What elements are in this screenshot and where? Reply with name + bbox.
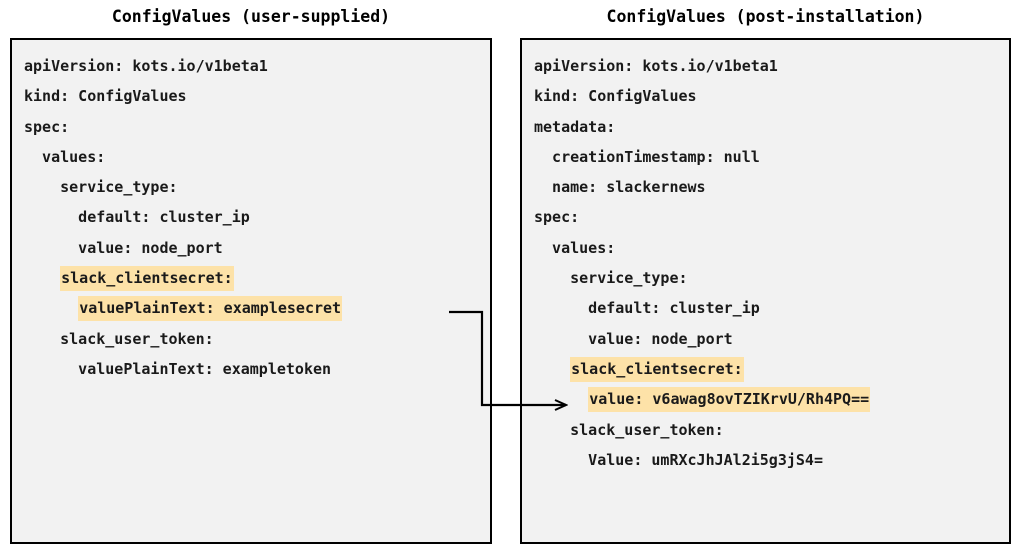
panel-title-user-supplied: ConfigValues (user-supplied) bbox=[111, 7, 391, 26]
highlighted-code-fragment: valuePlainText: examplesecret bbox=[78, 296, 343, 322]
code-line: slack_clientsecret: bbox=[522, 354, 1009, 384]
code-line: value: node_port bbox=[24, 238, 223, 257]
code-line: valuePlainText: examplesecret bbox=[12, 293, 490, 323]
code-line: slack_clientsecret: bbox=[12, 263, 490, 293]
code-line: apiVersion: kots.io/v1beta1 bbox=[534, 57, 778, 75]
code-indent bbox=[24, 269, 60, 287]
panel-title-post-installation: ConfigValues (post-installation) bbox=[606, 7, 925, 26]
code-line: kind: ConfigValues bbox=[534, 87, 697, 106]
code-line: creationTimestamp: null bbox=[534, 147, 760, 166]
code-block-user-supplied: apiVersion: kots.io/v1beta1 kind: ConfigV… bbox=[12, 51, 490, 384]
code-line: Value: umRXcJhJAl2i5g3jS4= bbox=[534, 450, 823, 469]
code-line: value: node_port bbox=[534, 329, 733, 348]
code-indent bbox=[24, 299, 78, 317]
code-line: values: bbox=[534, 238, 616, 257]
code-panel-post-installation: apiVersion: kots.io/v1beta1 kind: ConfigV… bbox=[520, 38, 1011, 544]
code-line: name: slackernews bbox=[534, 178, 706, 197]
code-line: service_type: bbox=[24, 178, 178, 197]
code-line: values: bbox=[24, 147, 106, 166]
code-line: value: v6awag8ovTZIKrvU/Rh4PQ== bbox=[522, 384, 1009, 414]
highlighted-code-fragment: slack_clientsecret: bbox=[60, 266, 234, 292]
code-line: default: cluster_ip bbox=[534, 299, 760, 318]
code-line: metadata: bbox=[534, 117, 616, 136]
code-block-post-installation: apiVersion: kots.io/v1beta1 kind: ConfigV… bbox=[522, 51, 1009, 475]
code-line: default: cluster_ip bbox=[24, 208, 250, 227]
code-line: spec: bbox=[534, 208, 580, 227]
code-line: kind: ConfigValues bbox=[24, 87, 187, 106]
code-line: slack_user_token: bbox=[24, 329, 214, 348]
highlighted-code-fragment: value: v6awag8ovTZIKrvU/Rh4PQ== bbox=[588, 387, 871, 413]
code-panel-user-supplied: apiVersion: kots.io/v1beta1 kind: ConfigV… bbox=[10, 38, 492, 544]
code-indent bbox=[534, 390, 588, 408]
code-line: spec: bbox=[24, 117, 70, 136]
code-indent bbox=[534, 360, 570, 378]
code-line: apiVersion: kots.io/v1beta1 bbox=[24, 57, 268, 75]
code-line: slack_user_token: bbox=[534, 420, 724, 439]
code-line: valuePlainText: exampletoken bbox=[24, 359, 332, 378]
highlighted-code-fragment: slack_clientsecret: bbox=[570, 356, 744, 382]
code-line: service_type: bbox=[534, 269, 688, 288]
